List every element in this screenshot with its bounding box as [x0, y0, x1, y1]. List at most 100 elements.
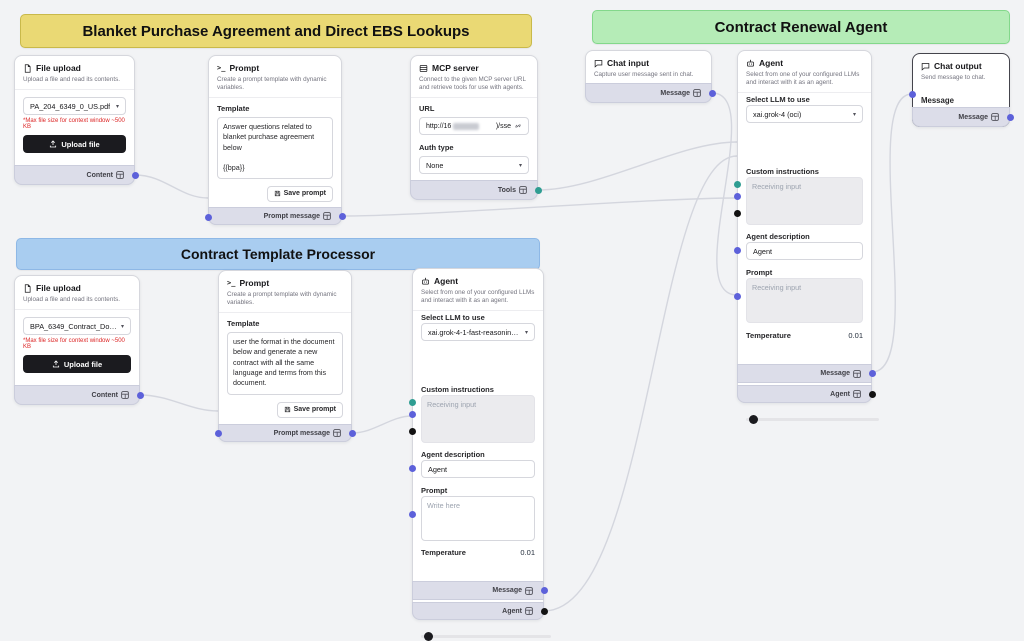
- save-prompt-button[interactable]: Save prompt: [266, 185, 333, 202]
- agent-description-handle[interactable]: [408, 465, 416, 472]
- temperature-slider[interactable]: [421, 632, 551, 641]
- message-input-row: Message: [908, 90, 1001, 108]
- node-description: Capture user message sent in chat.: [594, 71, 694, 78]
- agent-output-row: Agent: [412, 602, 548, 620]
- inspect-output-icon[interactable]: [853, 369, 861, 378]
- bpa-input-handle[interactable]: [204, 213, 212, 221]
- inspect-output-icon[interactable]: [121, 391, 129, 399]
- prompt-message-output-handle[interactable]: [348, 429, 356, 437]
- content-output-handle[interactable]: [131, 171, 139, 179]
- url-input[interactable]: http://16 )/sse: [419, 117, 529, 136]
- node-file-upload-1[interactable]: File upload Upload a file and read its c…: [14, 55, 139, 185]
- inspect-output-icon[interactable]: [519, 186, 527, 194]
- message-output-handle[interactable]: [1006, 113, 1014, 121]
- upload-file-button[interactable]: Upload file: [23, 355, 131, 374]
- temperature-slider[interactable]: [746, 415, 879, 425]
- inspect-output-icon[interactable]: [525, 586, 533, 595]
- inspect-output-icon[interactable]: [693, 89, 701, 97]
- node-file-upload-2[interactable]: File upload Upload a file and read its c…: [14, 275, 144, 405]
- inspect-output-icon[interactable]: [333, 429, 341, 437]
- inspect-output-icon[interactable]: [991, 113, 999, 121]
- content-output-row: Content: [14, 165, 139, 185]
- message-output-handle[interactable]: [540, 587, 548, 594]
- tools-output-row: Tools: [410, 180, 542, 200]
- slider-knob[interactable]: [748, 415, 758, 425]
- node-chat-input[interactable]: Chat input Capture user message sent in …: [585, 50, 716, 103]
- prompt-input-handle[interactable]: [408, 511, 416, 518]
- agent-description-handle[interactable]: [733, 247, 741, 254]
- file-icon: [24, 283, 31, 293]
- inspect-output-icon[interactable]: [323, 212, 331, 220]
- chevron-down-icon: ▾: [518, 162, 522, 169]
- slider-knob[interactable]: [423, 632, 433, 641]
- agent-output-handle[interactable]: [540, 607, 548, 615]
- template-textarea[interactable]: user the format in the document below an…: [227, 332, 343, 396]
- llm-select[interactable]: xai.grok-4-1-fast-reasoning (o ▾: [421, 323, 535, 341]
- link-icon[interactable]: [514, 122, 522, 130]
- node-title: Prompt: [229, 63, 260, 73]
- custom-instructions-handle[interactable]: [733, 193, 741, 200]
- auth-type-select[interactable]: None ▾: [419, 156, 529, 175]
- node-agent-contract-template[interactable]: Agent Select from one of your configured…: [408, 268, 551, 641]
- node-title-row: Agent: [738, 51, 871, 68]
- slider-track[interactable]: [421, 635, 551, 639]
- node-prompt-2[interactable]: >_ Prompt Create a prompt template with …: [214, 270, 356, 442]
- message-output-handle[interactable]: [868, 370, 876, 377]
- subagents-input-handle[interactable]: [733, 209, 741, 217]
- agent-output-handle[interactable]: [868, 390, 876, 398]
- node-mcp-server[interactable]: MCP server Connect to the given MCP serv…: [410, 55, 542, 200]
- subagents-input-handle[interactable]: [408, 427, 416, 435]
- content-output-handle[interactable]: [136, 391, 144, 399]
- tools-input-handle[interactable]: [733, 180, 741, 188]
- server-icon: [419, 64, 428, 72]
- node-chat-output[interactable]: Chat output Send message to chat. Messag…: [908, 53, 1014, 127]
- inspect-output-icon[interactable]: [116, 171, 124, 179]
- prompt-field: Receiving input: [733, 278, 863, 323]
- save-prompt-button[interactable]: Save prompt: [276, 401, 343, 418]
- agent-description-input[interactable]: Agent: [421, 460, 535, 478]
- tools-output-handle[interactable]: [534, 186, 542, 194]
- custom-instructions-textarea[interactable]: Receiving input: [421, 395, 535, 443]
- template-textarea[interactable]: Answer questions related to blanket purc…: [217, 117, 333, 180]
- edge-chatinput-to-agent-prompt: [711, 92, 738, 296]
- temperature-row: Temperature 0.01: [421, 548, 535, 557]
- slider-track[interactable]: [746, 418, 879, 422]
- upload-file-button[interactable]: Upload file: [23, 135, 126, 154]
- agent-description-value: Agent: [753, 246, 773, 256]
- inspect-output-icon[interactable]: [853, 390, 861, 398]
- inspect-output-icon[interactable]: [525, 607, 533, 615]
- edge-mcp-tools-to-agent-tools: [537, 141, 738, 191]
- llm-select-label: Select LLM to use: [421, 313, 485, 322]
- node-description: Upload a file and read its contents.: [15, 73, 134, 91]
- banner-contract-renewal: Contract Renewal Agent: [592, 10, 1010, 44]
- prompt-message-output-row: Prompt message: [218, 424, 356, 442]
- node-description: Create a prompt template with dynamic va…: [209, 73, 341, 99]
- template-input-handle[interactable]: [214, 429, 222, 437]
- agent-robot-icon: [422, 277, 429, 284]
- tools-output-label: Tools: [497, 186, 516, 194]
- prompt-message-output-row: Prompt message: [208, 207, 346, 225]
- message-input-handle[interactable]: [908, 91, 916, 98]
- chevron-down-icon: ▾: [524, 329, 528, 336]
- file-select[interactable]: PA_204_6349_0_US.pdf ▾: [23, 97, 126, 116]
- file-icon: [24, 63, 31, 73]
- file-select[interactable]: BPA_6349_Contract_Doc... ▾: [23, 317, 131, 336]
- prompt-input-handle[interactable]: [733, 293, 741, 300]
- node-prompt-1[interactable]: >_ Prompt Create a prompt template with …: [204, 55, 346, 225]
- edge-content-to-template: [139, 394, 219, 412]
- prompt-message-output-handle[interactable]: [338, 212, 346, 220]
- node-description: Create a prompt template with dynamic va…: [219, 288, 351, 314]
- prompt-textarea[interactable]: Write here: [421, 496, 535, 541]
- message-output-handle[interactable]: [708, 89, 716, 97]
- custom-instructions-handle[interactable]: [408, 411, 416, 418]
- llm-select[interactable]: xai.grok-4 (oci) ▾: [746, 105, 863, 123]
- custom-instructions-label: Custom instructions: [421, 385, 494, 394]
- node-agent-contract-renewal[interactable]: Agent Select from one of your configured…: [733, 50, 879, 425]
- prompt-textarea[interactable]: Receiving input: [746, 278, 863, 323]
- custom-instructions-textarea[interactable]: Receiving input: [746, 177, 863, 225]
- tools-input-handle[interactable]: [408, 398, 416, 406]
- file-select-value: BPA_6349_Contract_Doc...: [30, 321, 117, 331]
- content-output-label: Content: [86, 171, 113, 179]
- agent-description-input[interactable]: Agent: [746, 242, 863, 260]
